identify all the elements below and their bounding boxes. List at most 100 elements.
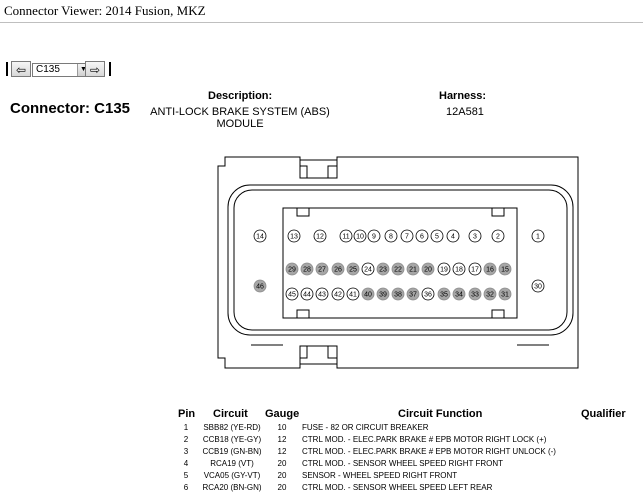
pin-15-circle [498,262,512,276]
arrow-right-icon: ⇨ [89,63,101,77]
pin-39: 39 [376,287,390,301]
pin-42: 42 [331,287,345,301]
pin-14: 14 [253,229,267,243]
pin-12: 12 [313,229,327,243]
pin-20: 20 [421,262,435,276]
pin-46-circle [253,279,267,293]
pin-22: 22 [391,262,405,276]
pin-17-circle [468,262,482,276]
pin-6-label: 6 [420,234,424,241]
pin-28: 28 [300,262,314,276]
pin-27-circle [315,262,329,276]
column-header-qualifier: Qualifier [581,408,626,420]
pin-11: 11 [339,229,353,243]
cell-function: CTRL MOD. - ELEC.PARK BRAKE # EPB MOTOR … [302,435,547,444]
pin-32-circle [483,287,497,301]
pin-38-circle [391,287,405,301]
connector-select[interactable]: C135 ▼ [32,63,90,77]
pin-13-label: 13 [290,234,298,241]
pin-11-label: 11 [342,234,349,241]
pin-1: 1 [531,229,545,243]
pin-39-label: 39 [379,292,387,299]
pin-31: 31 [498,287,512,301]
pin-14-circle [253,229,267,243]
next-connector-button[interactable]: ⇨ [85,61,105,77]
pin-24-circle [361,262,375,276]
pin-31-label: 31 [501,292,509,299]
pin-10-label: 10 [356,234,364,241]
column-header-function: Circuit Function [398,408,483,420]
pin-26: 26 [331,262,345,276]
pin-42-circle [331,287,345,301]
pin-19: 19 [437,262,451,276]
pin-40-label: 40 [364,292,372,299]
pin-29-label: 29 [288,267,296,274]
cell-function: CTRL MOD. - ELEC.PARK BRAKE # EPB MOTOR … [302,447,556,456]
pin-34: 34 [452,287,466,301]
pin-28-label: 28 [303,267,311,274]
table-row: 5 VCA05 (GY-VT) 20 SENSOR - WHEEL SPEED … [0,471,643,483]
pin-24-label: 24 [364,267,372,274]
pin-38-label: 38 [394,292,402,299]
pin-25: 25 [346,262,360,276]
nav-separator-right [109,62,111,76]
pin-7-circle [400,229,414,243]
column-header-pin: Pin [178,408,196,420]
pin-35: 35 [437,287,451,301]
previous-connector-button[interactable]: ⇦ [11,61,31,77]
pin-23-label: 23 [379,267,387,274]
cell-function: FUSE - 82 OR CIRCUIT BREAKER [302,423,429,432]
window-title: Connector Viewer: 2014 Fusion, MKZ [4,3,206,18]
pin-3-circle [468,229,482,243]
cell-circuit: CCB18 (YE-GY) [202,435,262,444]
pin-9-label: 9 [372,234,376,241]
pin-5-circle [430,229,444,243]
pin-8-label: 8 [389,234,393,241]
pin-26-circle [331,262,345,276]
pin-44: 44 [300,287,314,301]
pin-43-circle [315,287,329,301]
pin-35-label: 35 [440,292,448,299]
cell-gauge: 10 [277,423,287,432]
pin-5-label: 5 [435,234,439,241]
pin-11-circle [339,229,353,243]
pin-10: 10 [353,229,367,243]
description-text: ANTI-LOCK BRAKE SYSTEM (ABS) MODULE [140,106,340,130]
pin-2-circle [491,229,505,243]
pin-16-circle [483,262,497,276]
table-row: 6 RCA20 (BN-GN) 20 CTRL MOD. - SENSOR WH… [0,483,643,495]
pin-46-label: 46 [256,284,264,291]
pin-25-circle [346,262,360,276]
pin-31-circle [498,287,512,301]
pin-3-label: 3 [473,234,477,241]
cell-pin: 3 [183,447,189,456]
connector-title: Connector: C135 [10,100,131,117]
pin-18: 18 [452,262,466,276]
pin-40-circle [361,287,375,301]
pin-4-circle [446,229,460,243]
pin-22-circle [391,262,405,276]
pin-33-circle [468,287,482,301]
table-row: 2 CCB18 (YE-GY) 12 CTRL MOD. - ELEC.PARK… [0,435,643,447]
pin-23: 23 [376,262,390,276]
pin-22-label: 22 [394,267,402,274]
description-line-1: ANTI-LOCK BRAKE SYSTEM (ABS) [150,106,330,118]
pin-6-circle [415,229,429,243]
pin-1-label: 1 [536,234,540,241]
pin-1-circle [531,229,545,243]
pin-33: 33 [468,287,482,301]
pin-12-circle [313,229,327,243]
pin-36-circle [421,287,435,301]
pin-40: 40 [361,287,375,301]
pin-28-circle [300,262,314,276]
pin-15: 15 [498,262,512,276]
pin-15-label: 15 [501,267,509,274]
pin-29: 29 [285,262,299,276]
cell-pin: 1 [183,423,189,432]
arrow-left-icon: ⇦ [15,63,27,77]
pin-46: 46 [253,279,267,293]
pin-9-circle [367,229,381,243]
pin-19-label: 19 [440,267,448,274]
